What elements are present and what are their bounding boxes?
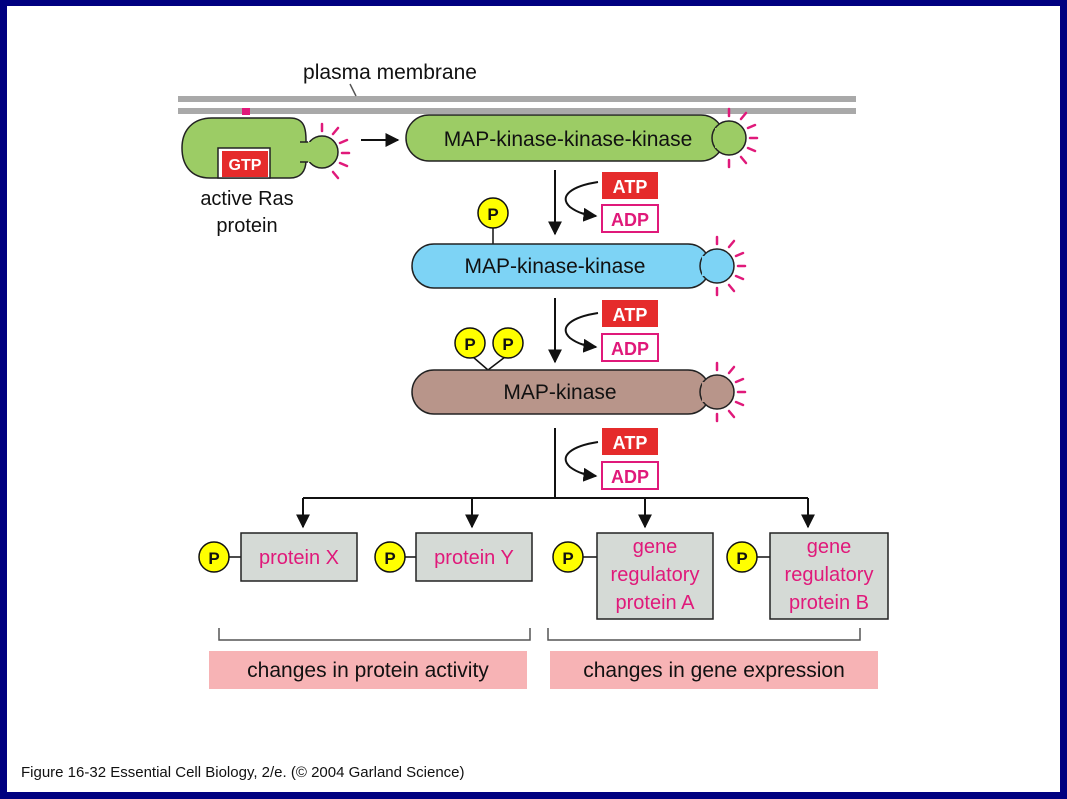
plasma-membrane-label: plasma membrane bbox=[303, 61, 477, 84]
phosphate-label-a: P bbox=[562, 549, 573, 568]
target-protein-y bbox=[374, 532, 533, 582]
activity-rays-icon bbox=[715, 235, 747, 297]
protein-y-label: protein Y bbox=[434, 547, 514, 569]
atp-badge bbox=[602, 172, 658, 199]
protein-x-label: protein X bbox=[259, 547, 339, 569]
mapkkk-label: MAP-kinase-kinase-kinase bbox=[444, 128, 693, 151]
outcome-gene-expression: changes in gene expression bbox=[583, 659, 845, 682]
slide: plasma membrane GTP active Ras protein bbox=[7, 6, 1060, 792]
gene-a-line3: protein A bbox=[616, 592, 696, 614]
phosphate-label-y: P bbox=[384, 549, 395, 568]
phosphate-label-mapk-1: P bbox=[464, 335, 475, 354]
bracket-gene-expression bbox=[547, 628, 861, 641]
phosphate-label-mapkk: P bbox=[487, 205, 498, 224]
gene-a-line2: regulatory bbox=[611, 564, 700, 586]
mapkk-label: MAP-kinase-kinase bbox=[465, 255, 646, 278]
adp-label-2: ADP bbox=[611, 339, 649, 359]
phosphorylation-arrow-1 bbox=[548, 170, 599, 236]
ras-protein bbox=[181, 108, 351, 180]
atp-badge bbox=[602, 428, 658, 455]
adp-badge bbox=[601, 204, 659, 233]
activity-rays-icon bbox=[320, 122, 351, 180]
atp-label-2: ATP bbox=[613, 305, 648, 325]
phosphate-label-b: P bbox=[736, 549, 747, 568]
adp-badge bbox=[601, 333, 659, 362]
plasma-membrane bbox=[178, 83, 856, 114]
phosphate-label-mapk-2: P bbox=[502, 335, 513, 354]
phosphate-icon bbox=[492, 327, 524, 359]
adp-label-1: ADP bbox=[611, 210, 649, 230]
bracket-protein-activity bbox=[218, 628, 531, 641]
phosphorylation-arrow-2 bbox=[548, 298, 599, 364]
gtp-label: GTP bbox=[229, 157, 262, 174]
branch-arrows bbox=[296, 497, 815, 529]
adp-label-3: ADP bbox=[611, 467, 649, 487]
gene-a-line1: gene bbox=[633, 536, 678, 558]
target-protein-x bbox=[198, 532, 358, 582]
activity-rays-icon bbox=[715, 361, 747, 423]
lipid-anchor bbox=[242, 108, 250, 115]
mapk-label: MAP-kinase bbox=[503, 381, 616, 404]
target-gene-protein-b bbox=[726, 532, 889, 620]
mapk-protein bbox=[411, 327, 747, 423]
figure-caption: Figure 16-32 Essential Cell Biology, 2/e… bbox=[21, 764, 465, 781]
atp-label-3: ATP bbox=[613, 433, 648, 453]
gene-b-line2: regulatory bbox=[785, 564, 874, 586]
atp-badge bbox=[602, 300, 658, 327]
atp-label-1: ATP bbox=[613, 177, 648, 197]
phosphate-icon bbox=[477, 197, 509, 229]
ras-label-line2: protein bbox=[216, 215, 277, 237]
phosphate-label-x: P bbox=[208, 549, 219, 568]
ras-label-line1: active Ras bbox=[200, 188, 293, 210]
target-gene-protein-a bbox=[552, 532, 714, 620]
mapkk-protein bbox=[411, 197, 747, 297]
activity-rays-icon bbox=[727, 107, 759, 169]
adp-badge bbox=[601, 461, 659, 490]
outcome-bar-gene-expression bbox=[550, 651, 878, 689]
outcome-bar-protein-activity bbox=[209, 651, 527, 689]
phosphate-icon bbox=[454, 327, 486, 359]
gene-b-line3: protein B bbox=[789, 592, 869, 614]
phosphorylation-arrow-3 bbox=[554, 428, 599, 498]
outcome-protein-activity: changes in protein activity bbox=[247, 659, 489, 682]
gene-b-line1: gene bbox=[807, 536, 852, 558]
mapkkk-protein bbox=[405, 107, 759, 169]
